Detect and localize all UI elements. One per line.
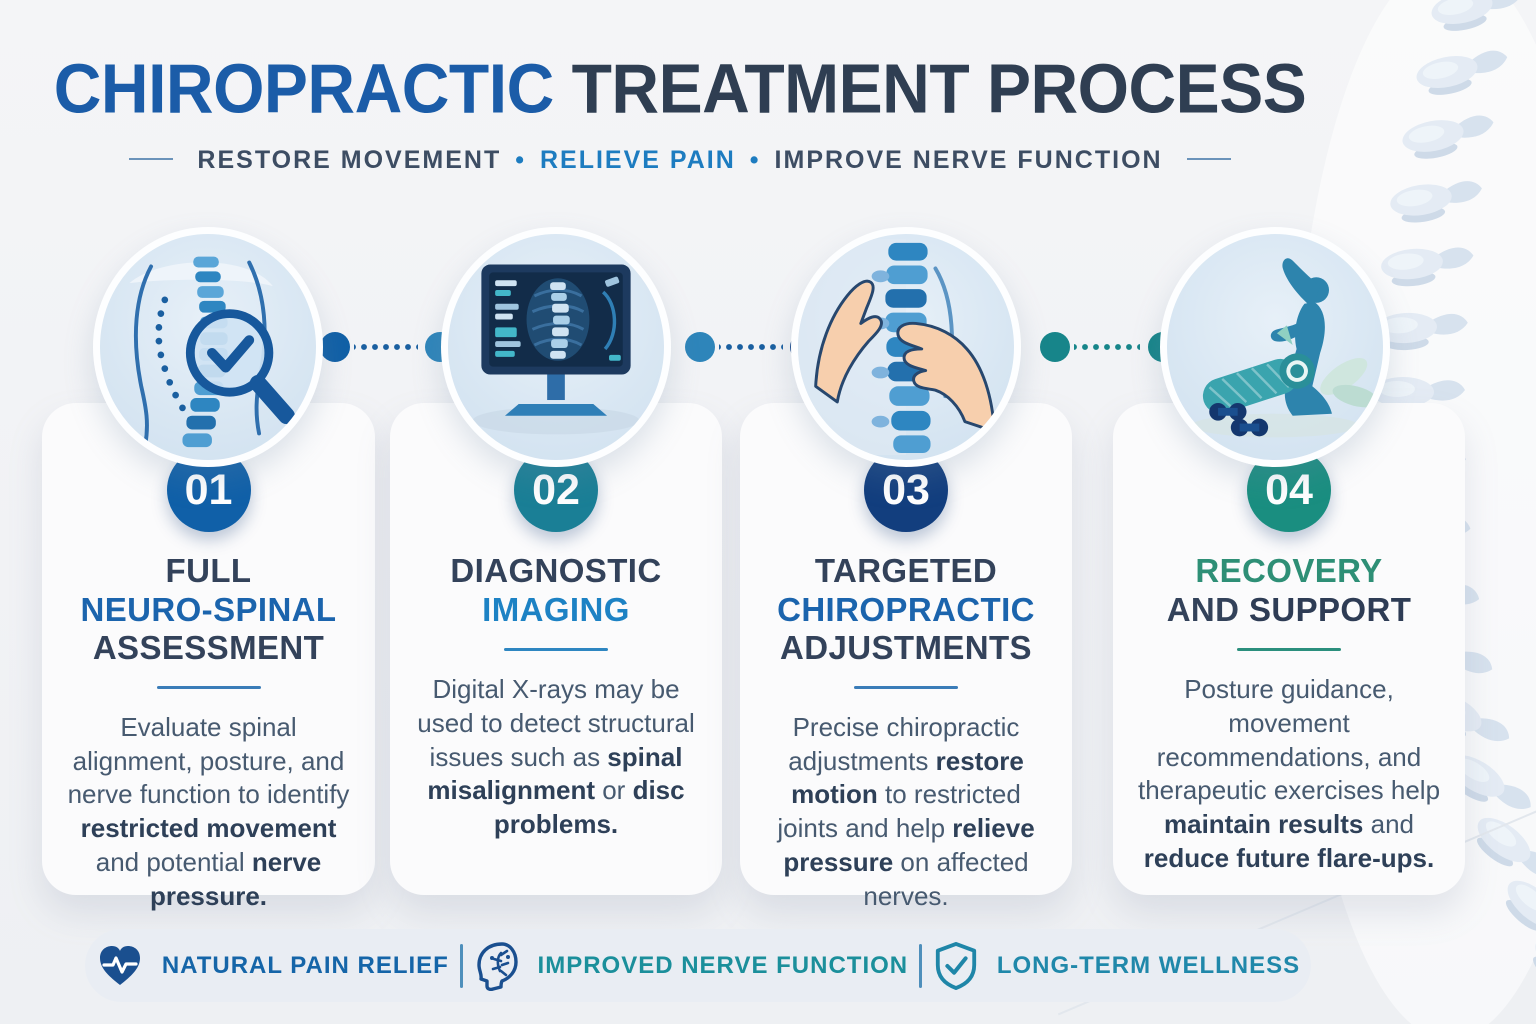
- subtitle-right-rule: [1186, 158, 1231, 161]
- footer-benefits-bar: NATURAL PAIN RELIEF IMPROVED NERVE FUNCT…: [85, 929, 1311, 1002]
- spine-magnifier-icon: [129, 256, 295, 448]
- footer-item-long-term-wellness: LONG-TERM WELLNESS: [933, 941, 1300, 991]
- footer-divider: [918, 943, 922, 988]
- step4-divider: [1237, 648, 1341, 651]
- head-nerves-icon: [476, 941, 518, 991]
- connector-dot: [1040, 332, 1070, 362]
- step2-divider: [504, 648, 608, 651]
- footer-item-improved-nerve-function: IMPROVED NERVE FUNCTION: [474, 941, 909, 991]
- step1-icon-circle: [93, 227, 323, 467]
- connector-dots-line: [719, 343, 783, 351]
- page-title-rest: TREATMENT PROCESS: [553, 49, 1307, 128]
- step2-icon-circle: [441, 227, 671, 467]
- footer-label: IMPROVED NERVE FUNCTION: [537, 951, 909, 979]
- footer-item-natural-pain-relief: NATURAL PAIN RELIEF: [96, 943, 449, 989]
- connector-dot: [320, 332, 350, 362]
- footer-divider: [459, 943, 463, 988]
- shield-check-icon: [935, 941, 976, 990]
- step1-divider: [156, 685, 261, 689]
- header: CHIROPRACTIC TREATMENT PROCESS RESTORE M…: [40, 48, 1320, 175]
- heart-pulse-icon: [99, 945, 140, 985]
- step4-icon-circle: [1160, 227, 1390, 467]
- step1-body: Evaluate spinal alignment, posture, and …: [67, 711, 350, 911]
- step3-icon-circle: [791, 227, 1021, 467]
- footer-label: NATURAL PAIN RELIEF: [161, 951, 449, 979]
- page-title: CHIROPRACTIC TREATMENT PROCESS: [40, 48, 1320, 129]
- connector-dots-line: [1074, 343, 1140, 351]
- monitor-xray-icon: [472, 264, 640, 435]
- subtitle-text: RESTORE MOVEMENT•RELIEVE PAIN•IMPROVE NE…: [197, 146, 1163, 174]
- subtitle-left-rule: [129, 158, 174, 161]
- step2-body: Digital X-rays may be used to detect str…: [417, 674, 695, 840]
- footer-label: LONG-TERM WELLNESS: [996, 951, 1301, 979]
- page-title-accent: CHIROPRACTIC: [53, 49, 555, 128]
- step4-body: Posture guidance, movement recommendatio…: [1137, 674, 1441, 873]
- connector-dots-line: [354, 343, 418, 351]
- step3-divider: [854, 685, 958, 689]
- subtitle: RESTORE MOVEMENT•RELIEVE PAIN•IMPROVE NE…: [40, 146, 1320, 175]
- exercise-recovery-icon: [1191, 258, 1379, 438]
- step3-body: Precise chiropractic adjustments restore…: [777, 711, 1035, 911]
- hands-adjustment-icon: [798, 239, 996, 455]
- connector-dot: [685, 332, 715, 362]
